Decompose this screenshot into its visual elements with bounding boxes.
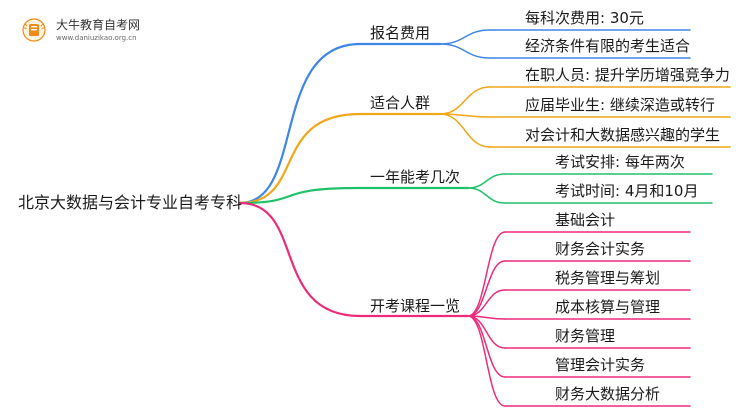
leaf-connector-audience-2 <box>439 113 491 148</box>
leaf-connector-fee-1 <box>439 43 491 59</box>
leaf-label-fee-1: 经济条件有限的考生适合 <box>525 37 691 55</box>
leaf-connector-audience-0 <box>439 86 491 115</box>
leaf-connector-fee-0 <box>439 29 491 45</box>
leaf-label-audience-2: 对会计和大数据感兴趣的学生 <box>525 126 721 144</box>
leaf-label-courses-4: 财务管理 <box>555 327 616 345</box>
branch-label-fee: 报名费用 <box>370 24 431 42</box>
leaf-connector-courses-1 <box>467 260 506 317</box>
leaf-connector-courses-2 <box>467 289 506 317</box>
branch-connector-audience <box>238 112 362 205</box>
branch-connector-courses <box>238 201 362 318</box>
leaf-connector-courses-0 <box>467 231 506 317</box>
leaf-label-courses-5: 管理会计实务 <box>555 356 646 374</box>
root-node-label: 北京大数据与会计专业自考专科 <box>18 193 243 212</box>
branch-label-frequency: 一年能考几次 <box>370 168 461 186</box>
logo-title: 大牛教育自考网 <box>56 18 141 32</box>
leaf-connector-frequency-1 <box>467 187 506 204</box>
leaf-connector-courses-6 <box>467 315 506 407</box>
leaf-label-courses-2: 税务管理与筹划 <box>555 269 661 287</box>
branch-label-courses: 开考课程一览 <box>370 297 461 315</box>
leaf-label-courses-1: 财务会计实务 <box>555 240 646 258</box>
leaf-label-courses-3: 成本核算与管理 <box>555 298 661 316</box>
leaf-label-frequency-1: 考试时间: 4月和10月 <box>555 182 699 200</box>
leaf-label-courses-0: 基础会计 <box>555 211 616 229</box>
book-badge-icon <box>22 18 46 42</box>
branch-label-audience: 适合人群 <box>370 94 431 112</box>
branch-connector-fee <box>238 42 362 205</box>
leaf-label-courses-6: 财务大数据分析 <box>555 385 661 403</box>
site-logo: 大牛教育自考网 www.daniuzikao.org.cn <box>12 14 162 48</box>
branch-connector-frequency <box>238 186 362 205</box>
leaf-connector-frequency-0 <box>467 173 506 189</box>
leaf-label-frequency-0: 考试安排: 每年两次 <box>555 153 685 171</box>
leaf-connector-courses-4 <box>467 315 506 349</box>
leaf-label-audience-1: 应届毕业生: 继续深造或转行 <box>525 96 715 114</box>
logo-url: www.daniuzikao.org.cn <box>56 34 137 42</box>
leaf-label-audience-0: 在职人员: 提升学历增强竞争力 <box>525 66 730 84</box>
leaf-label-fee-0: 每科次费用: 30元 <box>525 9 644 27</box>
